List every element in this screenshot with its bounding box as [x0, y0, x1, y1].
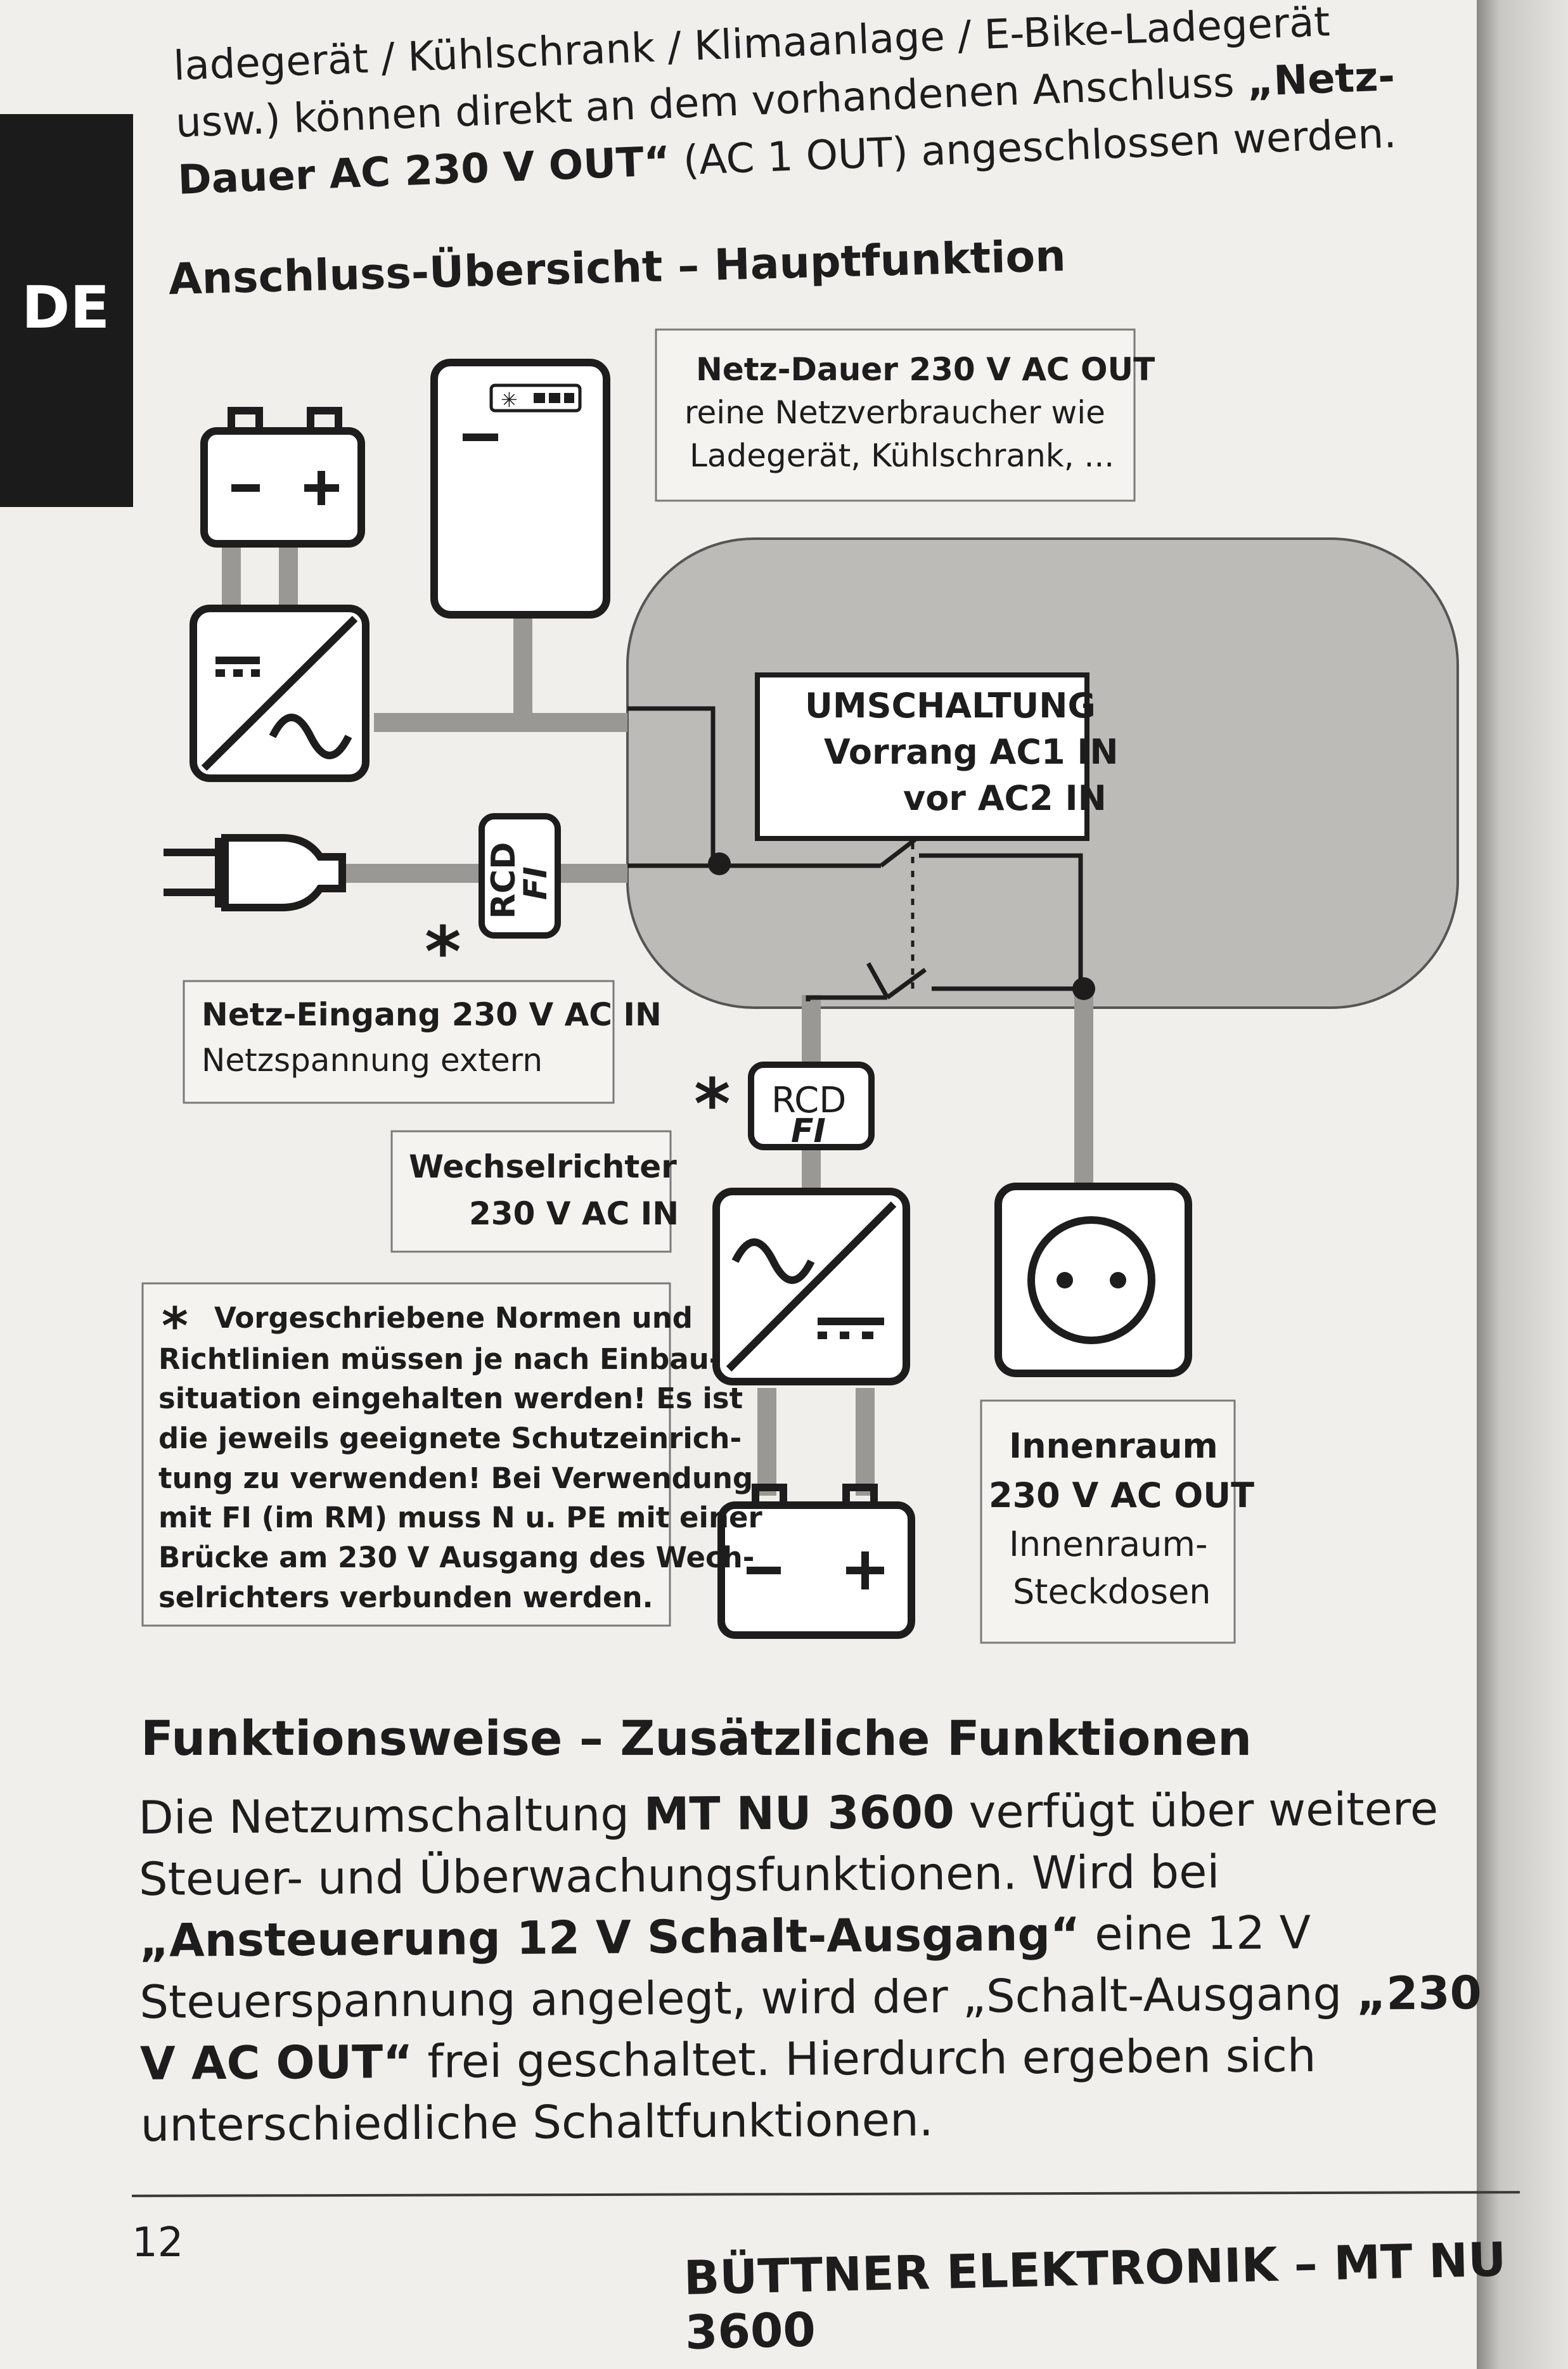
- rcd-bottom-icon: RCD FI: [748, 1062, 875, 1150]
- innenraum-line3: Innenraum-: [1009, 1524, 1207, 1564]
- functions-model: MT NU 3600: [643, 1785, 955, 1841]
- asterisk-bottom: *: [694, 1063, 731, 1145]
- internal-wiring: [627, 706, 1083, 1001]
- language-tab-label: DE: [22, 274, 110, 342]
- innenraum-line2: 230 V AC OUT: [989, 1475, 1254, 1515]
- rcd-top-label: RCD: [485, 842, 523, 919]
- rcd-top-icon: RCD FI: [479, 813, 561, 939]
- language-tab: [0, 114, 133, 507]
- note-line-5: tung zu verwenden! Bei Verwendung: [158, 1461, 753, 1495]
- note-line-1: Vorgeschriebene Normen und: [214, 1301, 693, 1335]
- netz-dauer-line2: reine Netzverbraucher wie: [684, 394, 1105, 431]
- umschaltung-line2: Vorrang AC1 IN: [824, 732, 1119, 772]
- note-line-4: die jeweils geeignete Schutzeinrich-: [158, 1422, 742, 1455]
- inverter-top-icon: [190, 605, 370, 782]
- rcd-bottom-label: RCD: [771, 1080, 846, 1121]
- socket-icon: [994, 1183, 1192, 1377]
- battery-top-icon: [200, 407, 365, 548]
- norms-note-box: * Vorgeschriebene Normen und Richtlinien…: [141, 1282, 763, 1627]
- netz-dauer-label-box: Netz-Dauer 230 V AC OUT reine Netzverbra…: [655, 328, 1155, 502]
- wechselrichter-label-box: Wechselrichter 230 V AC IN: [390, 1130, 679, 1253]
- umschaltung-label-box: UMSCHALTUNG Vorrang AC1 IN vor AC2 IN: [755, 672, 1119, 841]
- fridge-icon: ✳: [430, 359, 610, 619]
- note-line-8: selrichters verbunden werden.: [158, 1581, 653, 1614]
- netz-dauer-line3: Ladegerät, Kühlschrank, ...: [690, 437, 1114, 474]
- netz-eingang-title: Netz-Eingang 230 V AC IN: [202, 996, 662, 1033]
- wechselrichter-line2: 230 V AC IN: [469, 1195, 679, 1232]
- wires: [222, 545, 1093, 1496]
- junction-out: [1072, 977, 1095, 1000]
- note-line-3: situation eingehalten werden! Es ist: [158, 1382, 743, 1415]
- functions-paragraph: Die Netzumschaltung MT NU 3600 verfügt ü…: [138, 1778, 1510, 2156]
- rcd-bottom-fi: FI: [791, 1112, 826, 1150]
- note-line-2: Richtlinien müssen je nach Einbau-: [158, 1342, 721, 1376]
- functions-heading: Funktionsweise – Zusätzliche Funktionen: [141, 1710, 1252, 1766]
- note-line-6: mit FI (im RM) muss N u. PE mit einer: [158, 1501, 763, 1534]
- facing-page-edge: [1477, 0, 1568, 2369]
- page-number: 12: [132, 2219, 184, 2266]
- functions-text-1: Die Netzumschaltung: [138, 1787, 645, 1844]
- svg-text:✳: ✳: [501, 388, 518, 412]
- innenraum-title: Innenraum: [1009, 1426, 1218, 1466]
- netz-eingang-line2: Netzspannung extern: [202, 1042, 543, 1079]
- wechselrichter-title: Wechselrichter: [409, 1148, 677, 1185]
- junction-ac1: [708, 852, 731, 875]
- innenraum-line4: Steckdosen: [1013, 1572, 1211, 1612]
- innenraum-label-box: Innenraum 230 V AC OUT Innenraum- Steckd…: [980, 1399, 1254, 1644]
- netz-dauer-title: Netz-Dauer 230 V AC OUT: [696, 351, 1155, 388]
- umschaltung-title: UMSCHALTUNG: [805, 686, 1096, 726]
- footer-brand: BÜTTNER ELEKTRONIK – MT NU 3600: [683, 2232, 1507, 2360]
- battery-bottom-icon: [717, 1484, 915, 1639]
- connection-diagram: ✳ RCD FI * * RCD FI: [141, 328, 1459, 1644]
- mains-plug-icon: [164, 834, 346, 911]
- rcd-top-fi: FI: [517, 866, 554, 900]
- netz-eingang-label-box: Netz-Eingang 230 V AC IN Netzspannung ex…: [183, 980, 662, 1104]
- inverter-bottom-icon: [712, 1188, 910, 1385]
- functions-control-input: „Ansteuerung 12 V Schalt-Ausgang“: [139, 1907, 1081, 1967]
- note-line-7: Brücke am 230 V Ausgang des Wech-: [158, 1541, 754, 1574]
- note-asterisk: *: [162, 1297, 188, 1356]
- umschaltung-line3: vor AC2 IN: [903, 778, 1107, 818]
- asterisk-top: *: [425, 911, 461, 992]
